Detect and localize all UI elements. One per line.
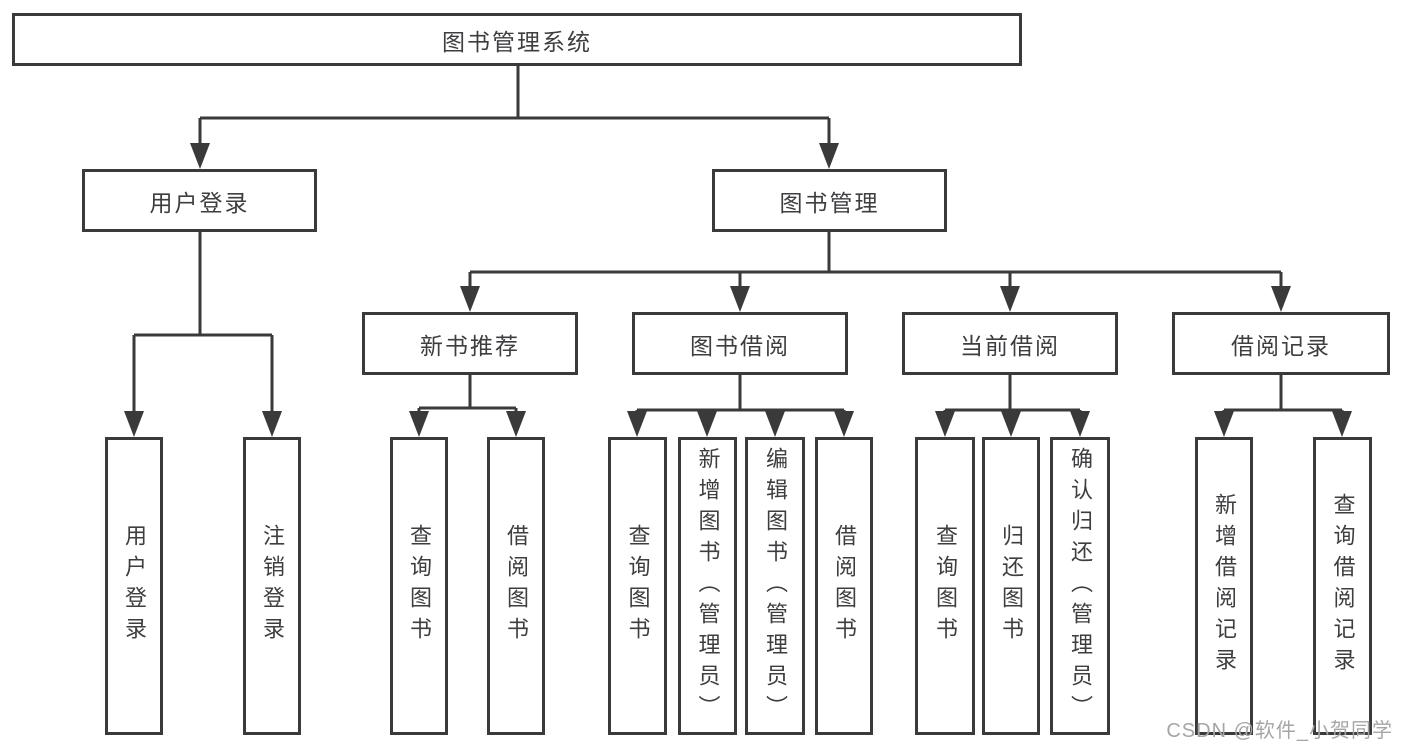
node-current-borrowing: 当前借阅 <box>902 312 1118 375</box>
leaf-return-books: 归还图书 <box>982 437 1040 735</box>
node-label: 新书推荐 <box>420 332 520 359</box>
node-label: 当前借阅 <box>960 332 1060 359</box>
node-library-management-system: 图书管理系统 <box>12 13 1022 66</box>
node-label: 新增借阅记录 <box>1212 493 1237 679</box>
csdn-watermark: CSDN @软件_小贺同学 <box>1166 720 1393 742</box>
node-label: 借阅记录 <box>1231 332 1331 359</box>
node-label: 编辑图书（管理员） <box>763 446 788 726</box>
node-label: 查询图书 <box>407 524 432 648</box>
leaf-borrowing-query-books: 查询图书 <box>608 437 667 735</box>
leaf-query-borrow-record: 查询借阅记录 <box>1313 437 1372 735</box>
node-label: 查询借阅记录 <box>1330 493 1356 679</box>
leaf-logout: 注销登录 <box>243 437 301 735</box>
node-new-book-recommend: 新书推荐 <box>362 312 578 375</box>
leaf-current-query-books: 查询图书 <box>915 437 975 735</box>
node-label: 图书管理 <box>779 189 880 216</box>
node-label: 图书管理系统 <box>442 28 592 55</box>
node-label: 借阅图书 <box>504 524 529 648</box>
node-label: 查询图书 <box>933 524 958 648</box>
leaf-add-books-admin: 新增图书（管理员） <box>678 437 737 735</box>
leaf-add-borrow-record: 新增借阅记录 <box>1195 437 1253 735</box>
leaf-recommend-borrow-books: 借阅图书 <box>487 437 545 735</box>
node-label: 注销登录 <box>260 524 285 648</box>
node-book-borrowing: 图书借阅 <box>632 312 848 375</box>
leaf-edit-books-admin: 编辑图书（管理员） <box>745 437 805 735</box>
node-borrowing-records: 借阅记录 <box>1172 312 1390 375</box>
leaf-recommend-query-books: 查询图书 <box>390 437 448 735</box>
leaf-borrow-books: 借阅图书 <box>815 437 873 735</box>
node-label: 查询图书 <box>625 524 651 648</box>
node-label: 用户登录 <box>149 189 250 216</box>
node-label: 确认归还（管理员） <box>1068 446 1093 726</box>
leaf-user-login: 用户登录 <box>105 437 163 735</box>
node-label: 借阅图书 <box>832 524 857 648</box>
node-label: 新增图书（管理员） <box>695 446 721 726</box>
arrowheads <box>124 143 1352 437</box>
node-user-login: 用户登录 <box>82 169 317 232</box>
node-label: 归还图书 <box>999 524 1024 648</box>
node-book-management: 图书管理 <box>712 169 947 232</box>
node-label: 图书借阅 <box>690 332 790 359</box>
leaf-confirm-return-admin: 确认归还（管理员） <box>1050 437 1110 735</box>
node-label: 用户登录 <box>122 524 147 648</box>
